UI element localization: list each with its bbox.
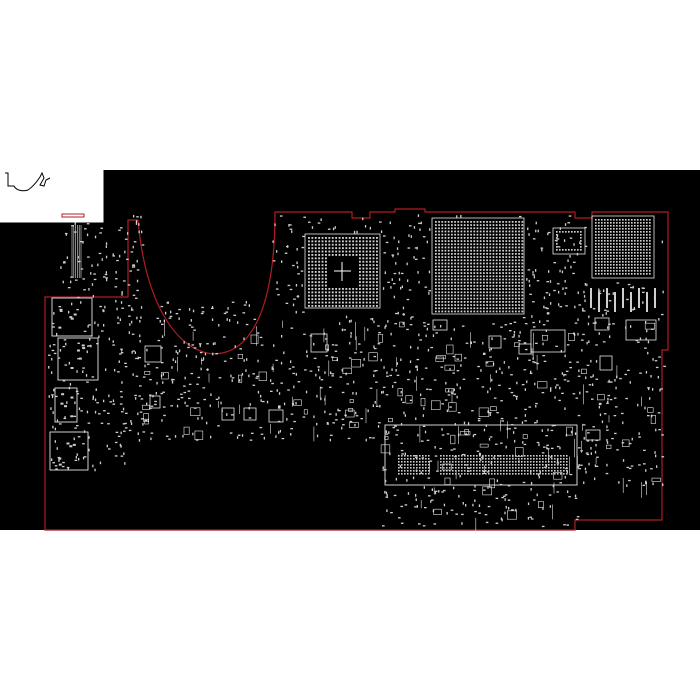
memory-chip [591,215,655,279]
ic-package-10 [518,343,532,355]
cpu-socket-pads [308,237,378,307]
ic-package-7 [221,407,235,421]
usb-connector-2 [57,337,99,381]
component-layer [48,214,666,534]
magsafe-connector-outline [49,431,89,471]
smd-components [48,214,666,528]
audio-jack-outline [54,387,78,423]
memory-chip-outline [591,215,655,279]
usb-connector-2-outline [57,337,99,381]
part-silkscreen [142,320,661,534]
ic-package-4 [432,319,448,331]
cpu-socket-outline [304,233,381,309]
cpu-center-mark [334,262,351,281]
memory-chip-pads [595,219,651,275]
ssd-connector-outline [384,424,578,486]
gpu-chip-pads [435,221,524,313]
magsafe-connector [49,431,89,471]
minimap-background [0,170,103,222]
minimap-board-preview [5,171,51,192]
ic-package-13 [585,429,601,441]
ic-package-6 [488,335,502,349]
ic-package-9 [268,409,284,423]
usb-connector-1 [51,297,93,337]
ic-package-1 [530,329,566,353]
ic-package-12 [599,355,613,371]
minimap-border [0,169,104,223]
board-canvas-background [0,170,700,530]
board-outline [44,208,669,531]
minimap-panel[interactable] [0,169,104,223]
ic-package-8 [243,407,257,421]
ic-package-0 [144,345,162,363]
audio-jack [54,387,78,423]
usb-connector-1-outline [51,297,93,337]
gpu-chip [431,217,525,315]
bridge-chip-outline [552,227,586,255]
cpu-socket [304,233,381,309]
gpu-chip-outline [431,217,525,315]
ic-package-11 [149,395,161,409]
ssd-connector-block [384,424,578,486]
minimap-viewport-marker[interactable] [61,213,85,218]
ic-package-5 [310,333,328,353]
